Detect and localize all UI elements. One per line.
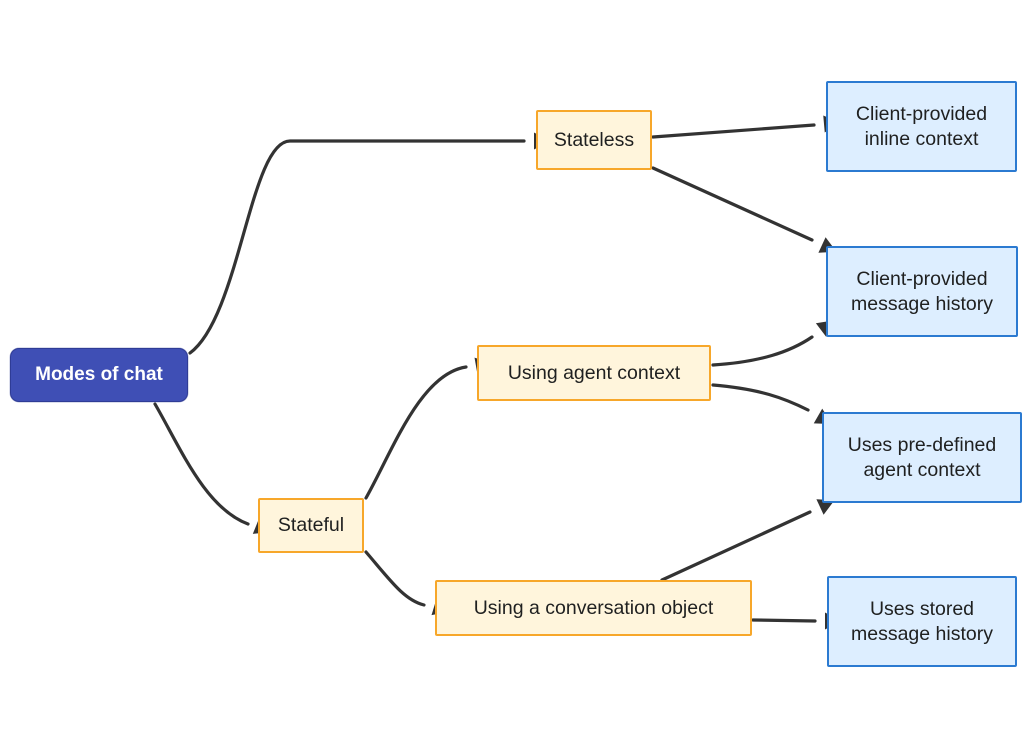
edge-root-to-stateful [153, 402, 271, 534]
node-convobj[interactable]: Using a conversation object [435, 580, 752, 636]
edge-stateful-to-agentctx [364, 357, 492, 500]
node-stateful[interactable]: Stateful [258, 498, 364, 553]
node-label: Uses stored message history [851, 597, 993, 645]
node-storedhist[interactable]: Uses stored message history [827, 576, 1017, 667]
edge-agentctx-to-predefined [711, 383, 832, 424]
edge-stateless-to-inline [651, 115, 840, 139]
node-label: Using agent context [507, 361, 681, 384]
edge-stateless-to-clienthist [651, 166, 837, 253]
node-clienthist[interactable]: Client-provided message history [826, 246, 1018, 337]
node-label: Modes of chat [35, 363, 163, 385]
node-agentctx[interactable]: Using agent context [477, 345, 711, 401]
arrow-head [816, 499, 835, 515]
node-predefined[interactable]: Uses pre-defined agent context [822, 412, 1022, 503]
edge-convobj-to-predefined [660, 499, 835, 582]
edge-root-to-stateless [188, 132, 550, 355]
node-label: Client-provided inline context [855, 102, 988, 150]
node-inline[interactable]: Client-provided inline context [826, 81, 1017, 172]
node-stateless[interactable]: Stateless [536, 110, 652, 170]
node-label: Client-provided message history [851, 267, 993, 315]
node-label: Using a conversation object [473, 596, 714, 619]
edge-agentctx-to-clienthist [711, 320, 834, 367]
node-label: Stateless [553, 128, 635, 151]
node-root[interactable]: Modes of chat [10, 348, 188, 402]
node-label: Uses pre-defined agent context [847, 433, 997, 481]
node-label: Stateful [277, 514, 345, 537]
